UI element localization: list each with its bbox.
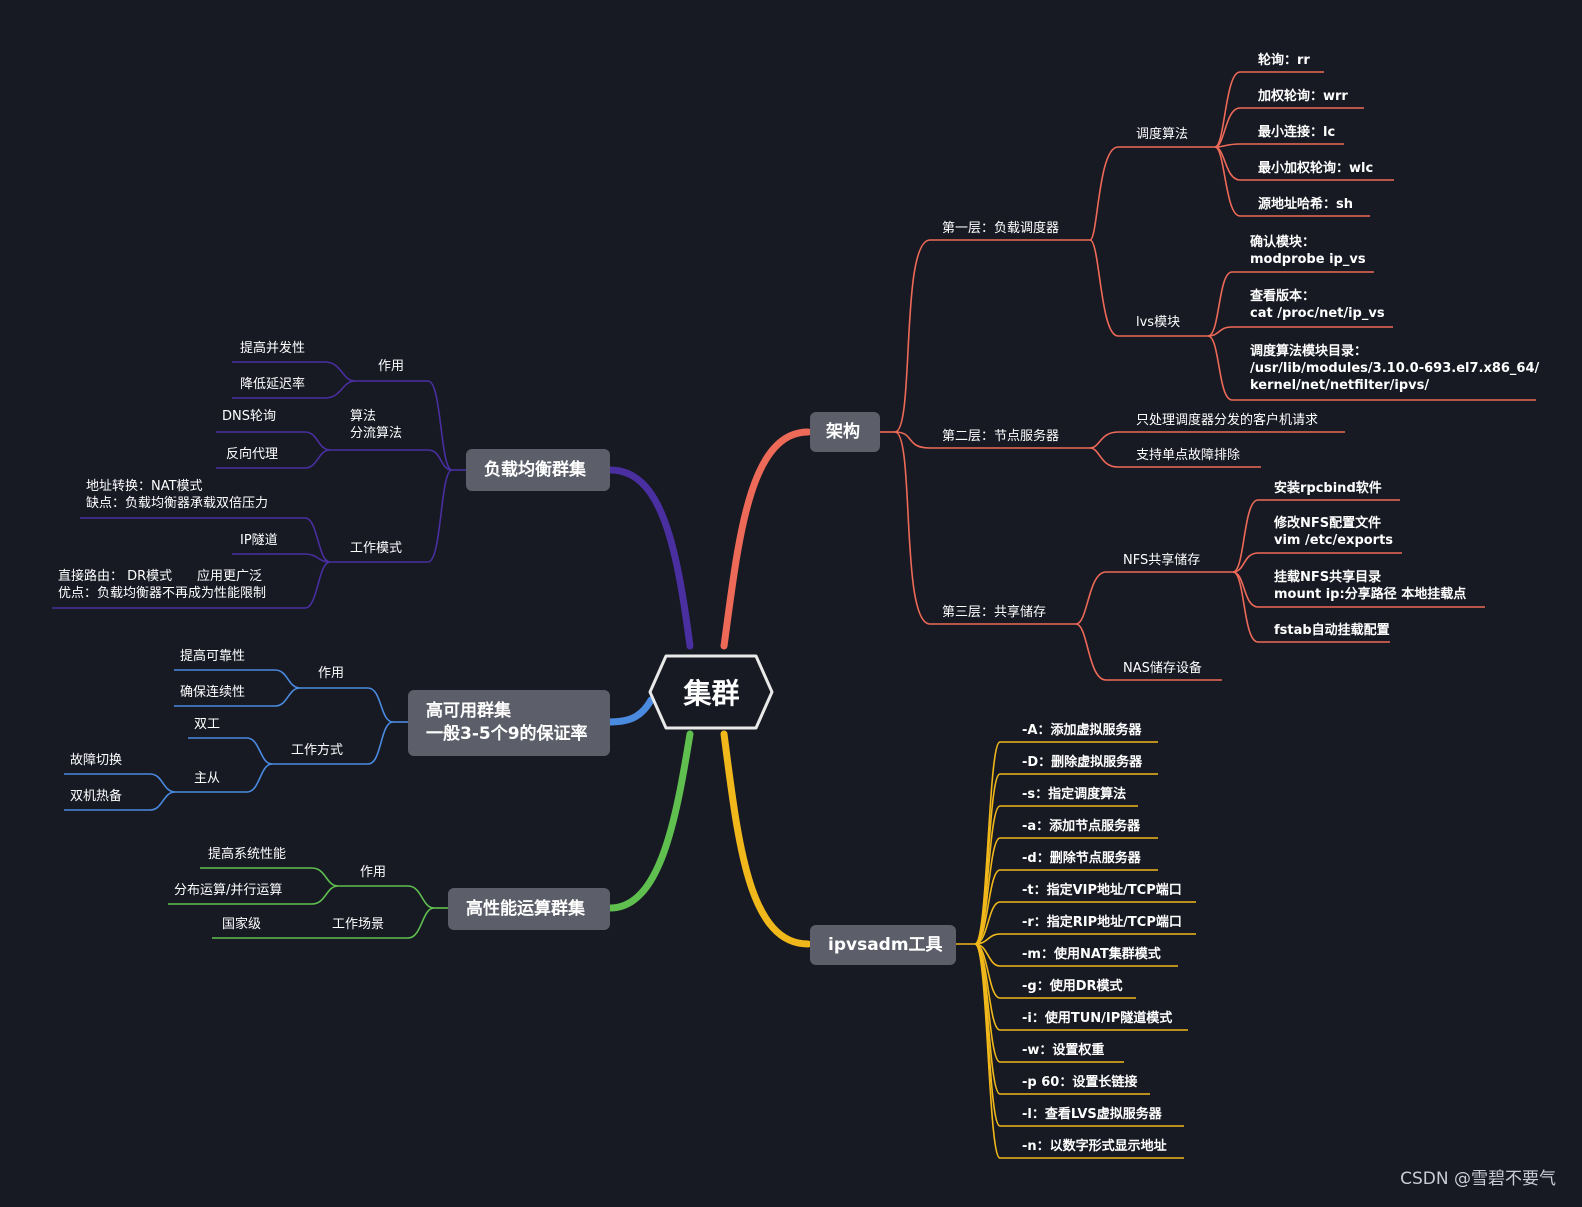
arch-nas[interactable]: NAS储存设备: [1123, 661, 1202, 676]
ipvs-item[interactable]: -r：指定RIP地址/TCP端口: [1022, 915, 1182, 930]
lvs-item[interactable]: 确认模块： modprobe ip_vs: [1250, 235, 1366, 267]
nfs-item[interactable]: 挂载NFS共享目录 mount ip:分享路径 本地挂载点: [1274, 570, 1467, 602]
ipvs-item[interactable]: -d：删除节点服务器: [1022, 851, 1141, 866]
lb-mode-item[interactable]: 地址转换：NAT模式 缺点：负载均衡器承载双倍压力: [86, 479, 269, 511]
ipvs-item[interactable]: -m：使用NAT集群模式: [1022, 947, 1161, 962]
ha-role-item[interactable]: 确保连续性: [180, 685, 246, 700]
lb-algo-item[interactable]: 反向代理: [226, 447, 279, 462]
ha-way-item[interactable]: 主从: [194, 771, 221, 786]
lvs-item[interactable]: 查看版本： cat /proc/net/ip_vs: [1250, 289, 1385, 321]
l2-item[interactable]: 支持单点故障排除: [1136, 448, 1241, 463]
lb-role-item[interactable]: 降低延迟率: [240, 377, 306, 392]
sched-item[interactable]: 最小连接：lc: [1258, 125, 1336, 140]
lb-role[interactable]: 作用: [378, 359, 405, 374]
node-ipvs-label: ipvsadm工具: [828, 934, 943, 955]
lb-mode[interactable]: 工作模式: [350, 541, 403, 556]
ipvs-item[interactable]: -t：指定VIP地址/TCP端口: [1022, 883, 1182, 898]
ipvs-item[interactable]: -g：使用DR模式: [1022, 979, 1123, 994]
branch-lb: [606, 466, 694, 650]
nfs-item[interactable]: 安装rpcbind软件: [1274, 481, 1382, 496]
node-lb[interactable]: 负载均衡群集: [466, 449, 610, 491]
ipvs-item[interactable]: -n：以数字形式显示地址: [1022, 1139, 1167, 1154]
hpc-role-item[interactable]: 提高系统性能: [208, 847, 287, 862]
lb-mode-item[interactable]: 直接路由： DR模式 应用更广泛 优点：负载均衡器不再成为性能限制: [58, 569, 267, 601]
arch-l3[interactable]: 第三层：共享储存: [942, 605, 1047, 620]
ha-sub-item[interactable]: 双机热备: [70, 789, 123, 804]
ha-role[interactable]: 作用: [318, 666, 345, 681]
hpc-role-item[interactable]: 分布运算/并行运算: [174, 883, 283, 898]
lb-algo-item[interactable]: DNS轮询: [222, 409, 276, 424]
watermark: CSDN @雪碧不要气: [1400, 1169, 1556, 1189]
ipvs-item[interactable]: -A：添加虚拟服务器: [1022, 723, 1142, 738]
root-label: 集群: [683, 677, 740, 710]
node-ha[interactable]: 高可用群集 一般3-5个9的保证率: [408, 690, 610, 756]
ipvs-item[interactable]: -s：指定调度算法: [1022, 787, 1127, 802]
root-node[interactable]: 集群: [651, 653, 772, 731]
node-lb-label: 负载均衡群集: [484, 459, 586, 480]
node-arch[interactable]: 架构: [810, 412, 880, 452]
nfs-item[interactable]: fstab自动挂载配置: [1274, 623, 1390, 638]
branch-hpc: [606, 730, 694, 912]
ipvs-item[interactable]: -l：查看LVS虚拟服务器: [1022, 1107, 1162, 1122]
branch-ha: [604, 696, 655, 726]
ha-way[interactable]: 工作方式: [291, 743, 344, 758]
lvs-item[interactable]: 调度算法模块目录： /usr/lib/modules/3.10.0-693.el…: [1250, 344, 1540, 393]
arch-nfs[interactable]: NFS共享储存: [1123, 553, 1201, 568]
branch-ipvs: [720, 730, 812, 948]
arch-l1[interactable]: 第一层：负载调度器: [942, 221, 1060, 236]
ha-role-item[interactable]: 提高可靠性: [180, 649, 246, 664]
branch-arch: [720, 428, 812, 650]
ipvs-item[interactable]: -i：使用TUN/IP隧道模式: [1022, 1011, 1173, 1026]
node-ha-label: 高可用群集 一般3-5个9的保证率: [426, 701, 588, 744]
lb-mode-item[interactable]: IP隧道: [240, 533, 278, 548]
nfs-item[interactable]: 修改NFS配置文件 vim /etc/exports: [1274, 516, 1394, 548]
sched-item[interactable]: 源地址哈希：sh: [1258, 197, 1353, 212]
hpc-scene[interactable]: 工作场景: [332, 917, 385, 932]
ipvs-item[interactable]: -a：添加节点服务器: [1022, 819, 1141, 834]
lb-role-item[interactable]: 提高并发性: [240, 341, 306, 356]
arch-lvs[interactable]: lvs模块: [1136, 315, 1181, 330]
ha-way-item[interactable]: 双工: [194, 717, 221, 732]
ipvs-item[interactable]: -D：删除虚拟服务器: [1022, 755, 1143, 770]
node-hpc-label: 高性能运算群集: [466, 898, 585, 919]
ipvs-item[interactable]: -p 60：设置长链接: [1022, 1075, 1138, 1090]
hpc-scene-item[interactable]: 国家级: [222, 917, 262, 932]
ha-sub-item[interactable]: 故障切换: [70, 753, 123, 768]
arch-sched[interactable]: 调度算法: [1136, 127, 1189, 142]
node-arch-label: 架构: [826, 421, 860, 442]
lb-algo[interactable]: 算法 分流算法: [350, 409, 403, 441]
hpc-role[interactable]: 作用: [360, 865, 387, 880]
arch-l2[interactable]: 第二层：节点服务器: [942, 429, 1060, 444]
node-ipvs[interactable]: ipvsadm工具: [810, 925, 956, 965]
sched-item[interactable]: 加权轮询：wrr: [1258, 89, 1348, 104]
root-shape: [648, 654, 774, 730]
l2-item[interactable]: 只处理调度器分发的客户机请求: [1136, 413, 1319, 428]
sched-item[interactable]: 轮询：rr: [1258, 53, 1310, 68]
node-hpc[interactable]: 高性能运算群集: [448, 888, 610, 930]
sched-item[interactable]: 最小加权轮询：wlc: [1258, 161, 1374, 176]
ipvs-item[interactable]: -w：设置权重: [1022, 1043, 1105, 1058]
